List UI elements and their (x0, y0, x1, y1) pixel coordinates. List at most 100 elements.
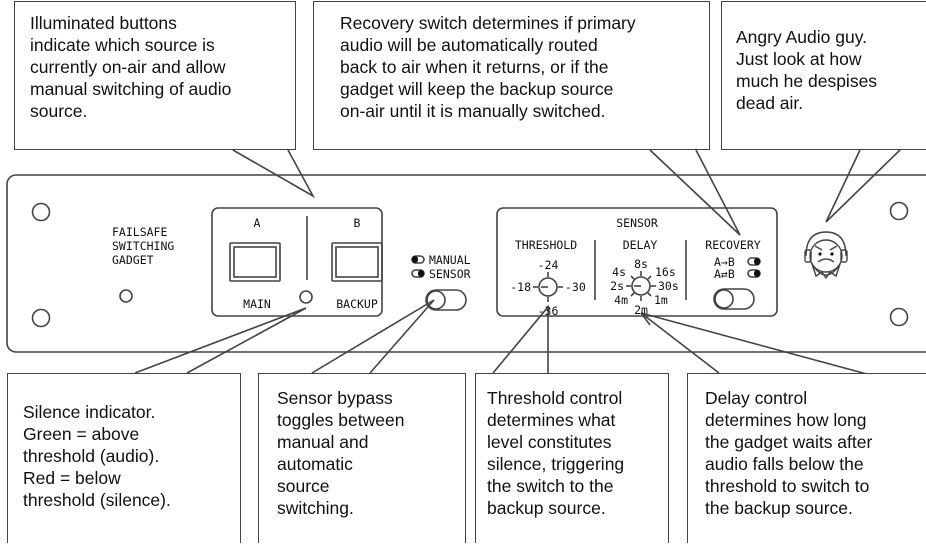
callout-sensor-bypass: Sensor bypass toggles between manual and… (258, 373, 466, 543)
screw-bottom-right (889, 307, 909, 327)
callout-line: Delay control (705, 388, 808, 408)
callout-line: gadget will keep the backup source (340, 79, 614, 99)
delay-title: DELAY (623, 238, 658, 252)
recovery-toggle-knob (714, 289, 734, 309)
callout-delay-control: Delay control determines how long the ga… (687, 373, 926, 543)
callout-line: the backup source. (705, 498, 853, 518)
callout-line: threshold (audio). (23, 446, 160, 466)
callout-line: threshold (silence). (23, 490, 171, 510)
angry-eye-left (818, 252, 822, 256)
pointer-delay-tick (640, 312, 651, 326)
pointer-buttons (232, 149, 316, 199)
callout-line: dead air. (736, 93, 804, 113)
callout-line: Angry Audio guy. (736, 27, 868, 47)
callout-line: Threshold control (487, 388, 623, 408)
threshold-top-label: -24 (538, 258, 559, 272)
pointer-bypass (311, 299, 435, 374)
callout-line: audio will be automatically routed (340, 35, 598, 55)
callout-line: currently on-air and allow (30, 57, 226, 77)
delay-2s-label: 2s (610, 279, 624, 293)
backup-button-inner (335, 246, 379, 278)
main-button-inner (233, 246, 277, 278)
callout-line: manual and (277, 432, 369, 452)
callout-line: indicate which source is (30, 35, 215, 55)
callout-line: determines what (487, 410, 616, 430)
screw-top-left (31, 202, 51, 222)
callout-line: on-air until it is manually switched. (340, 101, 606, 121)
delay-tick-sw (630, 292, 635, 297)
silence-indicator-led (299, 290, 313, 304)
delay-knob[interactable] (631, 276, 651, 296)
sensor-bypass-toggle-knob (426, 290, 446, 310)
mode-icon-sensor-fill (418, 270, 424, 277)
brand-line-2: SWITCHING (112, 239, 174, 253)
callout-threshold-control: Threshold control determines what level … (475, 373, 669, 543)
callout-line: Illuminated buttons (30, 13, 177, 33)
delay-8s-label: 8s (634, 257, 648, 271)
angry-eye-right (830, 252, 834, 256)
delay-tick-ne (647, 275, 652, 280)
threshold-left-label: -18 (510, 280, 531, 294)
callout-silence-indicator: Silence indicator. Green = above thresho… (7, 373, 241, 543)
callout-line: toggles between (277, 410, 405, 430)
callout-line: much he despises (736, 71, 878, 91)
callout-line: manual switching of audio (30, 79, 232, 99)
brand-line-1: FAILSAFE (112, 225, 167, 239)
callout-line: determines how long (705, 410, 867, 430)
callout-recovery-switch: Recovery switch determines if primary au… (313, 1, 710, 150)
callout-line: audio falls below the (705, 454, 864, 474)
delay-tick-se (647, 292, 652, 297)
callout-line: source. (30, 101, 88, 121)
recovery-icon-1-fill (754, 258, 760, 265)
recovery-row-1-label: A→B (714, 255, 735, 269)
button-a-label: MAIN (243, 297, 271, 311)
callout-line: source (277, 476, 330, 496)
brand-line-3: GADGET (112, 253, 154, 267)
button-b-letter: B (354, 216, 361, 230)
pointer-angry (825, 149, 901, 223)
mode-sensor-label: SENSOR (429, 267, 471, 281)
threshold-right-label: -30 (565, 280, 586, 294)
threshold-bottom-label: -36 (538, 304, 559, 318)
power-led (119, 289, 133, 303)
delay-4m-label: 4m (614, 293, 628, 307)
screw-bottom-left (31, 308, 51, 328)
callout-line: the gadget waits after (705, 432, 873, 452)
callout-line: backup source. (487, 498, 606, 518)
delay-30s-label: 30s (658, 279, 679, 293)
screw-top-right (889, 201, 909, 221)
delay-4s-label: 4s (612, 265, 626, 279)
callout-line: back to air when it returns, or if the (340, 57, 609, 77)
threshold-knob[interactable] (538, 277, 558, 297)
recovery-title: RECOVERY (705, 238, 760, 252)
pointer-threshold (492, 304, 549, 374)
delay-16s-label: 16s (655, 265, 676, 279)
button-a-letter: A (254, 216, 261, 230)
delay-tick-nw (630, 275, 635, 280)
threshold-title: THRESHOLD (515, 238, 577, 252)
mode-icon-manual-fill (412, 256, 418, 263)
callout-line: Silence indicator. (23, 402, 156, 422)
callout-line: level constitutes (487, 432, 612, 452)
callout-line: Green = above (23, 424, 140, 444)
sensor-panel (496, 207, 778, 317)
recovery-toggle[interactable] (713, 288, 755, 310)
delay-1m-label: 1m (654, 293, 668, 307)
callout-line: automatic (277, 454, 353, 474)
main-button[interactable] (229, 242, 281, 282)
recovery-row-2-label: A⇄B (714, 267, 735, 281)
angry-audio-guy-icon (804, 231, 848, 280)
callout-line: switching. (277, 498, 354, 518)
pointer-silence (134, 307, 307, 374)
callout-line: Red = below (23, 468, 121, 488)
callout-illuminated-buttons: Illuminated buttons indicate which sourc… (14, 1, 296, 150)
sensor-bypass-toggle[interactable] (425, 289, 467, 311)
pointer-recovery (649, 149, 741, 236)
recovery-icon-2-fill (754, 270, 760, 277)
callout-line: Sensor bypass (277, 388, 393, 408)
sensor-title: SENSOR (616, 216, 658, 230)
callout-angry-audio-guy: Angry Audio guy. Just look at how much h… (721, 1, 926, 150)
delay-2m-label: 2m (634, 303, 648, 317)
backup-button[interactable] (331, 242, 383, 282)
